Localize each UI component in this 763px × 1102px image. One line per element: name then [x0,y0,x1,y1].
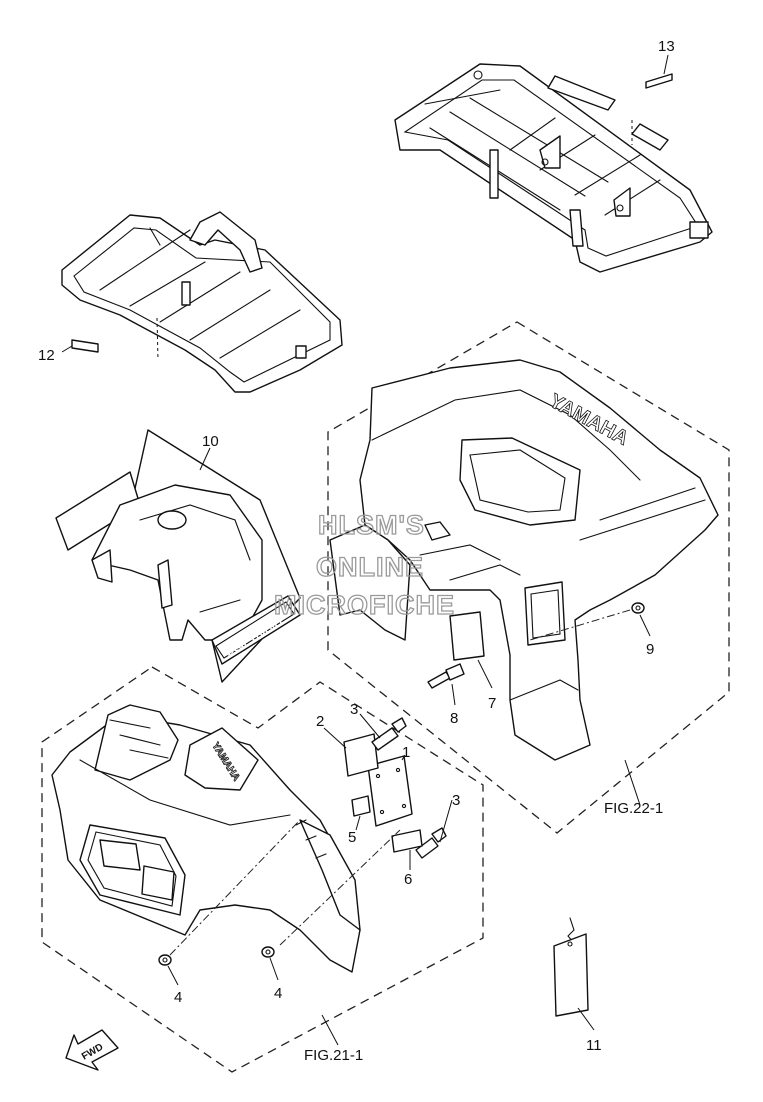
part-5-decal [351,795,371,817]
callout-3-lower: 3 [452,792,460,809]
callout-13: 13 [658,38,675,55]
callout-10: 10 [202,433,219,450]
part-1-plate [367,755,413,827]
front-assembly-outline [41,666,484,1073]
front-fender: YAMAHA [51,704,361,973]
part-4-washer-right [261,946,275,958]
callout-9: 9 [646,641,654,658]
front-carrier [61,211,343,393]
rear-carrier [394,63,713,273]
label-12-decal [71,339,99,353]
callout-4-right: 4 [274,985,282,1002]
leader-3-upper [359,713,381,739]
leader-10 [199,447,211,471]
leader-7 [477,659,493,689]
watermark-line-2: ONLINE [316,552,424,582]
centerline-4-left [169,819,301,956]
watermark-line-3: MICROFICHE [274,590,455,620]
leader-fig21 [321,1014,339,1046]
part-7-plate [449,611,485,661]
callout-7: 7 [488,695,496,712]
centerline-9 [529,609,631,641]
callout-6: 6 [404,871,412,888]
centerline-4-right [279,829,401,946]
leader-3-lower [439,799,453,843]
part-8-screw [427,663,465,689]
watermark: HLSM'S ONLINE MICROFICHE [273,509,455,620]
part-4-washer-left [158,954,172,966]
leader-fig22 [624,759,641,806]
leader-13 [663,54,669,75]
callout-8: 8 [450,710,458,727]
rear-assembly-outline [327,321,730,834]
part-11-tag [553,917,589,1017]
callout-11: 11 [586,1037,602,1054]
leader-4-right [269,957,279,981]
callout-3-upper: 3 [350,701,358,718]
callout-2: 2 [316,713,324,730]
callout-4-left: 4 [174,989,182,1006]
label-13-decal [645,73,673,89]
part-2-plate [343,733,379,777]
bear-tracker-decal [211,595,301,665]
part-9-washer [631,602,645,614]
callout-5: 5 [348,829,356,846]
part-6-decal [391,829,423,853]
part-3-screw-upper [371,717,407,751]
fig-ref-rear: FIG.22-1 [604,800,663,817]
leader-8 [451,683,456,706]
leader-5 [355,815,361,831]
leader-11 [577,1007,595,1031]
rear-fender: YAMAHA [329,359,719,761]
front-panel-cover: Bear Tracker [55,429,301,683]
leader-12 [61,345,73,353]
fig-ref-front: FIG.21-1 [304,1047,363,1064]
callout-12: 12 [38,347,55,364]
leader-4-left [167,965,179,986]
leader-9 [639,614,651,637]
leader-1 [401,754,406,761]
watermark-line-1: HLSM'S [318,510,425,540]
leader-2 [323,727,347,749]
callout-1: 1 [402,744,410,761]
fwd-direction-arrow: FWD [65,1029,119,1071]
